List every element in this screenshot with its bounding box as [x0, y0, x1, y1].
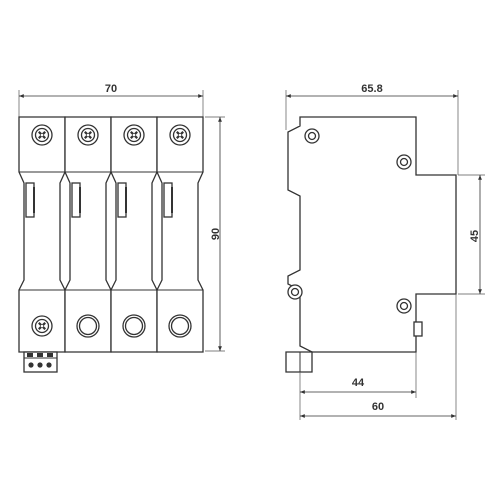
pole-1	[18, 116, 66, 353]
side-screw-bottom-left	[287, 284, 303, 300]
pole-4-window	[163, 182, 173, 218]
pole-1-bottom-screw	[31, 315, 53, 337]
side-screw-bottom-right	[396, 298, 412, 314]
connector-pin-2	[37, 362, 43, 368]
connector-tab-2	[37, 353, 43, 357]
pole-3-bottom-terminal-inner	[124, 316, 144, 336]
pole-4-top-screw	[169, 124, 191, 146]
side-depth-label: 65.8	[361, 83, 382, 95]
connector-block	[23, 351, 58, 373]
connector-tab-3	[47, 353, 53, 357]
pole-2-top-screw-center	[86, 133, 90, 137]
pole-2-bottom-terminal-inner	[78, 316, 98, 336]
side-screw-top-right	[396, 154, 412, 170]
pole-1-top-screw-center	[40, 133, 44, 137]
pole-1-top-screw	[31, 124, 53, 146]
pole-2-top-screw	[77, 124, 99, 146]
pole-4-bottom-terminal-inner	[170, 316, 190, 336]
pole-3-top-screw-center	[132, 133, 136, 137]
pole-1-bottom-screw-center	[40, 324, 44, 328]
pole-1-window	[25, 182, 35, 218]
base-44-label: 44	[352, 377, 365, 389]
connector-pin-3	[46, 362, 52, 368]
side-view: 65.8 45	[285, 83, 485, 420]
rail-clip	[413, 321, 423, 337]
rail-height-label: 45	[469, 230, 481, 242]
pole-2	[64, 116, 112, 353]
pole-3	[110, 116, 158, 353]
base-foot	[285, 351, 313, 373]
base-60-label: 60	[372, 401, 384, 413]
front-width-label: 70	[105, 83, 117, 95]
side-body-outline	[287, 116, 457, 353]
connector-pin-1	[28, 362, 34, 368]
poles	[18, 116, 204, 353]
front-view: 70 90	[18, 83, 225, 373]
pole-4	[156, 116, 204, 353]
connector-tab-1	[27, 353, 33, 357]
side-screw-top-left	[304, 128, 320, 144]
pole-3-top-screw	[123, 124, 145, 146]
pole-3-window	[117, 182, 127, 218]
pole-4-top-screw-center	[178, 133, 182, 137]
pole-2-window	[71, 182, 81, 218]
front-height-label: 90	[210, 228, 222, 240]
